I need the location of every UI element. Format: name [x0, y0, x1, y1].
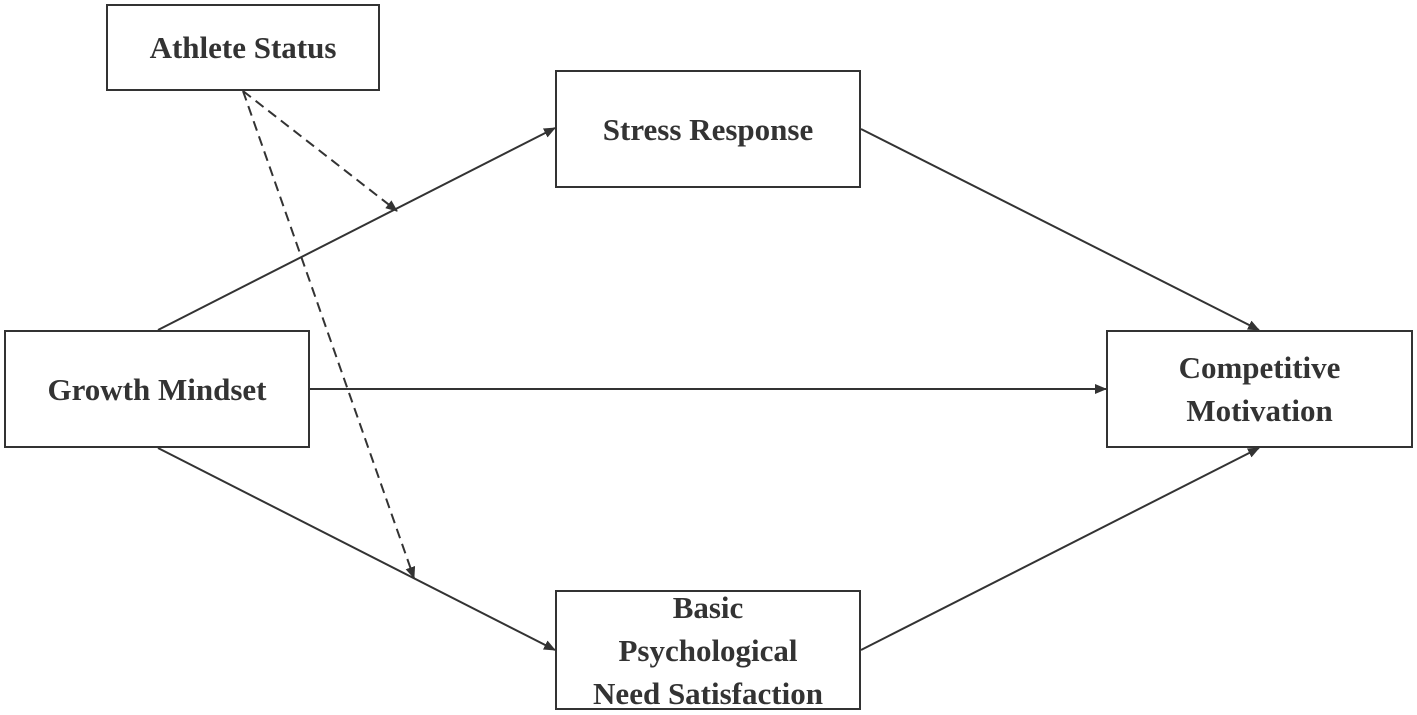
arrow-growth-to-bpns: [157, 447, 556, 651]
arrow-growth-to-stress: [157, 127, 556, 331]
node-basic-psychological-need-satisfaction-label: Basic Psychological Need Satisfaction: [593, 590, 823, 711]
node-competitive-motivation: Competitive Motivation: [1106, 330, 1413, 448]
node-stress-response-label: Stress Response: [602, 111, 814, 147]
arrow-stress-to-competitive: [860, 128, 1260, 331]
node-athlete-status-label: Athlete Status: [149, 30, 337, 65]
node-growth-mindset-label: Growth Mindset: [47, 371, 267, 407]
dashed-arrow-athlete-to-bpns-path: [242, 90, 416, 579]
node-athlete-status: Athlete Status: [106, 4, 380, 91]
node-competitive-motivation-label: Competitive Motivation: [1178, 350, 1341, 428]
arrow-bpns-to-competitive: [860, 447, 1260, 651]
dashed-arrow-athlete-to-stress-path: [242, 90, 398, 212]
node-basic-psychological-need-satisfaction: Basic Psychological Need Satisfaction: [555, 590, 861, 711]
node-growth-mindset: Growth Mindset: [4, 330, 310, 448]
node-stress-response: Stress Response: [555, 70, 861, 188]
